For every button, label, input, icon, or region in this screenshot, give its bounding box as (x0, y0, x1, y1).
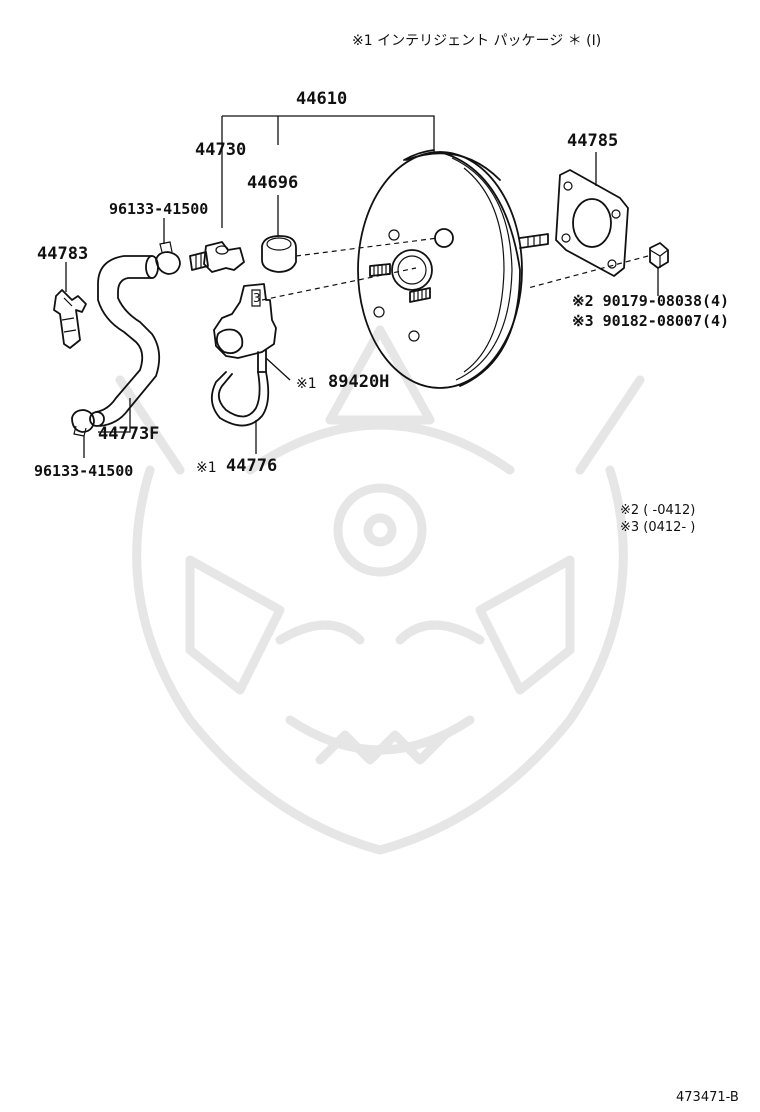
leader-44610 (221, 115, 435, 228)
grommet (261, 235, 297, 273)
label-nut-b: ※3 90182-08007(4) (572, 312, 729, 330)
leader-44773f (98, 398, 131, 433)
dash-grommet (295, 237, 439, 257)
vacuum-hose (89, 255, 161, 427)
header-note: ※1 インテリジェント パッケージ ＊ (I) (352, 33, 601, 49)
label-44610: 44610 (296, 89, 347, 109)
leader-89420h (265, 357, 291, 381)
label-44696: 44696 (247, 173, 298, 193)
label-44785: 44785 (567, 131, 618, 151)
label-44783: 44783 (37, 244, 88, 264)
hose-clip-bottom (71, 409, 95, 437)
hose-clip-top (155, 241, 181, 275)
watermark-mask (115, 325, 645, 855)
dash-nut (527, 255, 649, 289)
label-clip-top: 96133-41500 (109, 200, 208, 218)
gasket-plate (555, 169, 629, 277)
vacuum-switching-valve: 3 (213, 283, 277, 373)
label-44776-mark: ※1 (196, 460, 217, 476)
check-valve (189, 241, 245, 273)
small-hose (210, 371, 270, 427)
svg-text:3: 3 (253, 291, 261, 305)
footnote-line-1: ※2 ( -0412) (620, 503, 695, 518)
label-44773f: 44773F (98, 424, 159, 444)
label-nut-a: ※2 90179-08038(4) (572, 292, 729, 310)
brake-booster (357, 149, 549, 389)
label-44776: 44776 (226, 456, 277, 476)
hose-clamp (53, 289, 87, 349)
label-89420h: 89420H (328, 372, 389, 392)
diagram-id: 473471-B (676, 1090, 739, 1105)
label-44730: 44730 (195, 140, 246, 160)
label-89420h-mark: ※1 (296, 376, 317, 392)
footnote-line-2: ※3 (0412- ) (620, 520, 695, 535)
label-clip-bottom: 96133-41500 (34, 462, 133, 480)
nut (649, 242, 669, 269)
